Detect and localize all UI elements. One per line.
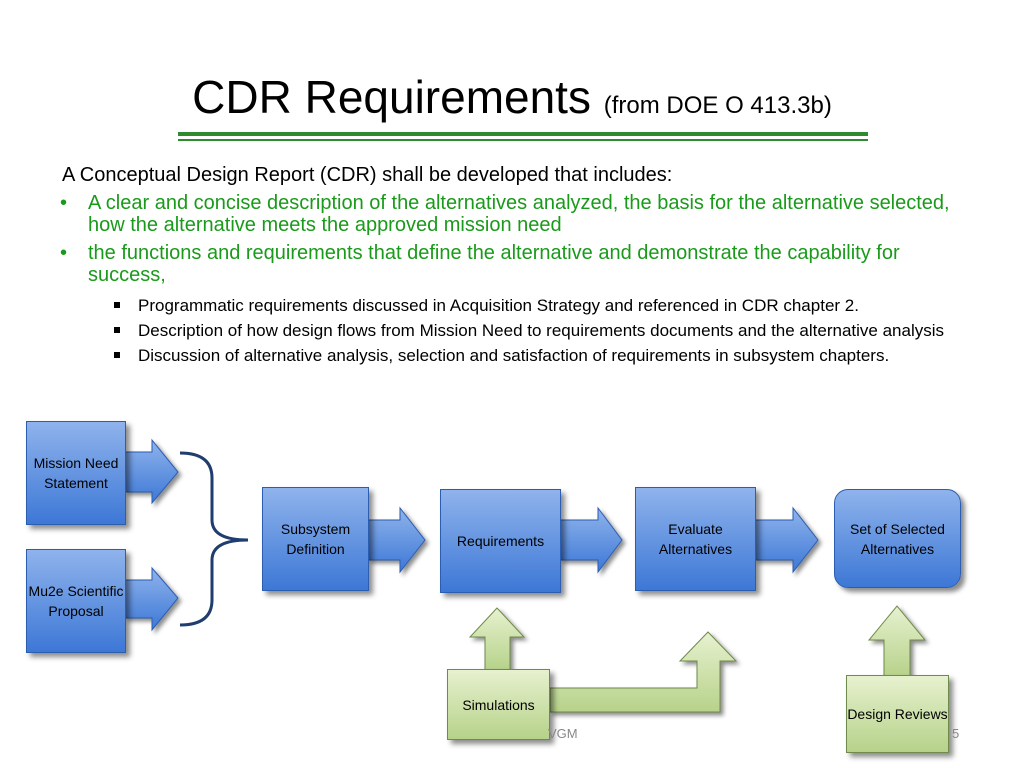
simulations-box: Simulations	[447, 669, 550, 740]
arrow-subsystem-icon	[367, 506, 426, 574]
arrow-simulations-up-icon	[468, 607, 526, 671]
requirements-label: Requirements	[456, 533, 545, 549]
sub-bullet-item: Discussion of alternative analysis, sele…	[112, 346, 952, 365]
bullet-text: the functions and requirements that defi…	[88, 242, 900, 286]
arrow-simulations-evaluate-icon	[549, 631, 738, 713]
arrow-mu2e-icon	[124, 566, 179, 632]
title-subtitle: (from DOE O 413.3b)	[603, 92, 832, 119]
mu2e-proposal-label: Mu2e Scientific Proposal	[28, 583, 124, 619]
square-bullet-icon	[114, 352, 120, 358]
arrow-requirements-icon	[559, 506, 623, 574]
selected-alternatives-box: Set of Selected Alternatives	[834, 489, 961, 588]
sub-bullet-item: Description of how design flows from Mis…	[112, 321, 952, 340]
bullet-glyph: •	[60, 242, 68, 264]
bullet-text: A clear and concise description of the a…	[88, 192, 950, 236]
sub-bullet-list: Programmatic requirements discussed in A…	[112, 296, 952, 371]
footer-text: VGM	[548, 726, 578, 741]
arrow-evaluate-icon	[754, 506, 819, 574]
square-bullet-icon	[114, 327, 120, 333]
title-rule-thin	[178, 139, 868, 141]
sub-bullet-item: Programmatic requirements discussed in A…	[112, 296, 952, 315]
bracket-icon	[179, 451, 249, 627]
design-reviews-label: Design Reviews	[847, 706, 948, 722]
evaluate-alternatives-label: Evaluate Alternatives	[658, 521, 733, 557]
arrow-design-reviews-up-icon	[867, 605, 927, 677]
subsystem-definition-box: Subsystem Definition	[262, 487, 369, 591]
sub-bullet-text: Description of how design flows from Mis…	[138, 321, 945, 340]
sub-bullet-text: Programmatic requirements discussed in A…	[138, 296, 859, 315]
subsystem-definition-label: Subsystem Definition	[280, 521, 351, 557]
selected-alternatives-label: Set of Selected Alternatives	[850, 520, 945, 557]
green-bullet-list: • A clear and concise description of the…	[58, 192, 958, 292]
mission-need-box: Mission Need Statement	[26, 421, 126, 525]
title-rule-thick	[178, 132, 868, 136]
page-number: 5	[952, 726, 960, 741]
mu2e-proposal-box: Mu2e Scientific Proposal	[26, 549, 126, 653]
sub-bullet-text: Discussion of alternative analysis, sele…	[138, 346, 890, 365]
square-bullet-icon	[114, 302, 120, 308]
simulations-label: Simulations	[462, 696, 535, 713]
design-reviews-box: Design Reviews	[846, 675, 949, 753]
title-main: CDR Requirements	[192, 71, 591, 123]
bullet-item: • the functions and requirements that de…	[58, 242, 958, 286]
slide-title: CDR Requirements (from DOE O 413.3b)	[0, 70, 1024, 133]
arrow-mission-need-icon	[124, 438, 179, 505]
requirements-box: Requirements	[440, 489, 561, 593]
bullet-glyph: •	[60, 192, 68, 214]
evaluate-alternatives-box: Evaluate Alternatives	[635, 487, 756, 591]
mission-need-label: Mission Need Statement	[33, 455, 119, 491]
intro-text: A Conceptual Design Report (CDR) shall b…	[62, 164, 673, 186]
bullet-item: • A clear and concise description of the…	[58, 192, 958, 236]
